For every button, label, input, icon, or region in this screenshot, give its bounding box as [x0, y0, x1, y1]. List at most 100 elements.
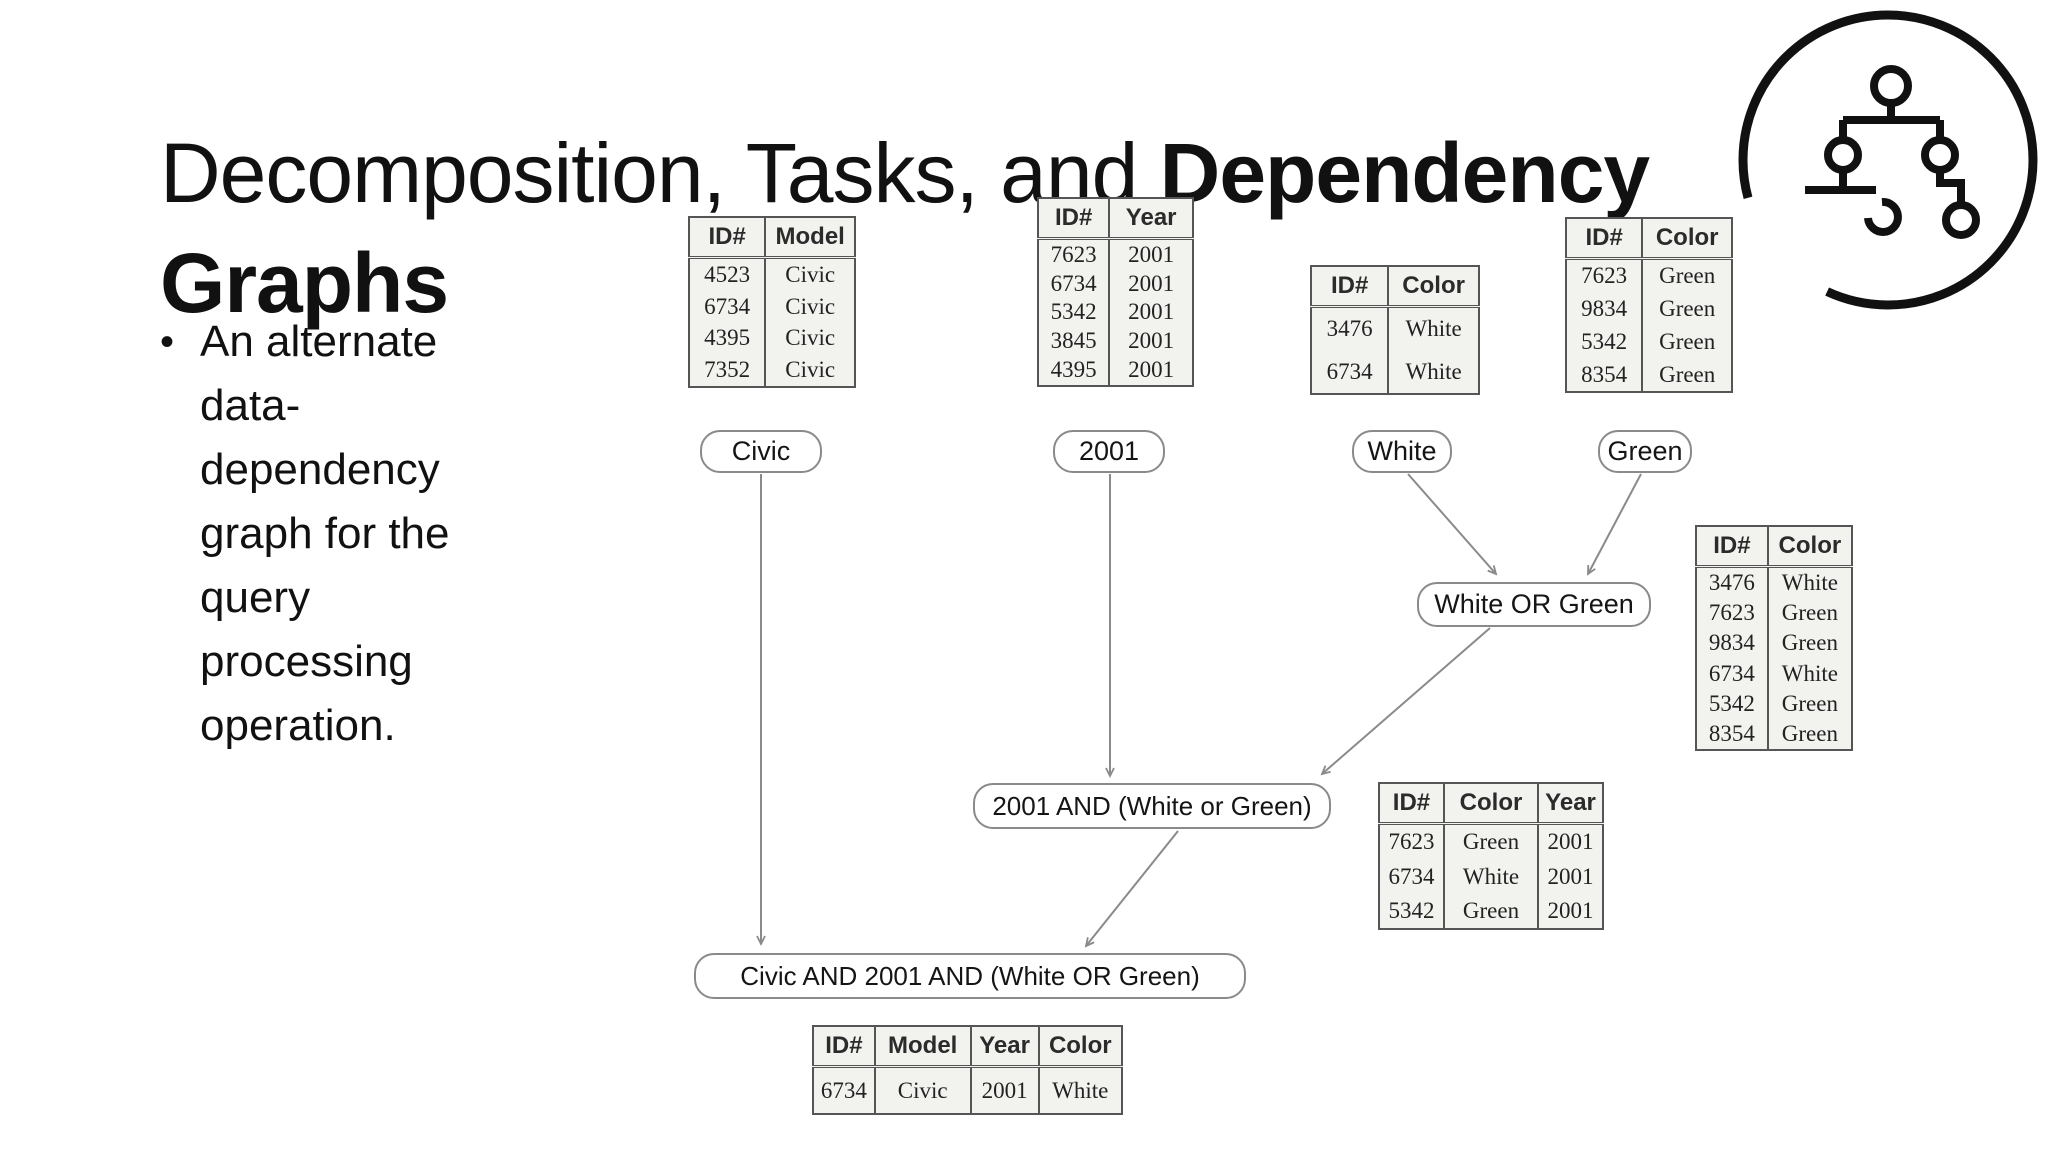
table-header-cell: ID# [1566, 218, 1643, 260]
table-header-cell: Model [873, 1026, 971, 1068]
slide-title: Decomposition, Tasks, and Dependency Gra… [160, 118, 1720, 338]
table-row: 7623 Green [1696, 598, 1852, 629]
table-cell: 2001 [1108, 269, 1193, 298]
table-cell: 3476 [1708, 570, 1755, 596]
table-cell: Civic [764, 322, 855, 355]
table-cell: White [1387, 350, 1479, 394]
table-row: 4395 Civic [689, 322, 855, 355]
table-cell: Green [1442, 893, 1539, 929]
table-header-row: ID#Color [1566, 218, 1732, 260]
table-cell: 5342 [1050, 299, 1097, 325]
node-white-or-green: White OR Green [1417, 582, 1651, 627]
table-cell: 7623 [1708, 600, 1755, 626]
table-cell: Green [1766, 688, 1852, 719]
title-regular-text: Decomposition, Tasks, and [160, 126, 1138, 221]
table-header-cell: Color [1641, 218, 1732, 260]
table-cell: 9834 [1581, 296, 1628, 322]
table-cell: 4395 [704, 325, 751, 351]
table-header-cell: Color [1442, 783, 1539, 825]
table-cell: 3476 [1326, 316, 1373, 342]
bullet-text: An alternate data-dependency graph for t… [200, 317, 450, 750]
bullet-marker: • [160, 320, 175, 364]
table-row: 8354 Green [1566, 358, 1732, 392]
table-cell: 5342 [1388, 897, 1435, 923]
table-cell: 2001 [969, 1066, 1039, 1114]
table-cell: Civic [764, 354, 855, 387]
table-cell: 6734 [1326, 358, 1373, 384]
table-row: 3476 White [1696, 566, 1852, 599]
arrow-and-to-final [1084, 830, 1179, 948]
table-cell: Green [1641, 292, 1732, 326]
table-cell: White [1037, 1066, 1122, 1114]
table-cell: Civic [873, 1066, 971, 1114]
table-cell: 2001 [1108, 298, 1193, 327]
table-cell: 9834 [1708, 630, 1755, 656]
table-cell: 2001 [1537, 893, 1603, 929]
table-cell: 4523 [704, 261, 751, 287]
table-header-row: ID#Model [689, 217, 855, 259]
arrow-green-to-or [1587, 473, 1642, 576]
table-cell: Green [1641, 358, 1732, 392]
table-row: 9834 Green [1696, 628, 1852, 659]
table-cell: Green [1641, 325, 1732, 359]
table-header-row: ID#Year [1038, 198, 1193, 240]
table-cell: 6734 [1388, 863, 1435, 889]
table-cell: Green [1766, 718, 1852, 750]
table-cell: 2001 [1537, 823, 1603, 860]
table-cell: 7623 [1050, 241, 1097, 267]
node-civic-and-2001-and-white-or-green: Civic AND 2001 AND (White OR Green) [694, 953, 1246, 999]
table-header-row: ID#Color [1696, 526, 1852, 568]
table-header-cell: ID# [1379, 783, 1444, 825]
node-2001: 2001 [1053, 430, 1165, 473]
table-header-cell: Year [1537, 783, 1603, 825]
table-cell: 5342 [1708, 690, 1755, 716]
table-cell: Green [1766, 628, 1852, 659]
table-cell: White [1766, 566, 1852, 599]
dependency-graph-icon [1738, 10, 2038, 310]
table-cell: 7623 [1388, 829, 1435, 855]
node-white: White [1352, 430, 1452, 473]
table-cell: White [1442, 859, 1539, 894]
table-cell: 3845 [1050, 328, 1097, 354]
table-header-cell: ID# [813, 1026, 875, 1068]
table-row: 5342 Green [1566, 325, 1732, 359]
table-row: 9834 Green [1566, 292, 1732, 326]
title-bold-text2: Graphs [160, 236, 449, 331]
table-row: 5342 2001 [1038, 298, 1193, 327]
table-cell: 8354 [1581, 361, 1628, 387]
slide-title-line2: Graphs [160, 228, 1720, 338]
table-cell: Green [1766, 598, 1852, 629]
table-header-cell: ID# [689, 217, 766, 259]
table-cell: 6734 [704, 293, 751, 319]
table-cell: White [1766, 658, 1852, 689]
table-row: 6734 White [1311, 350, 1479, 394]
table-cell: 5342 [1581, 328, 1628, 354]
table-header-row: ID#Color [1311, 266, 1479, 308]
table-header-cell: ID# [1311, 266, 1389, 308]
icon-org-chart [1805, 65, 1980, 239]
table-header-cell: ID# [1038, 198, 1110, 240]
arrow-white-to-or [1407, 473, 1498, 576]
table-cell: 4395 [1050, 357, 1097, 383]
table-cell: Green [1442, 823, 1539, 860]
icon-circle-outline [1738, 10, 2038, 310]
table-header-cell: Year [1108, 198, 1193, 240]
table-header-cell: ID# [1696, 526, 1768, 568]
